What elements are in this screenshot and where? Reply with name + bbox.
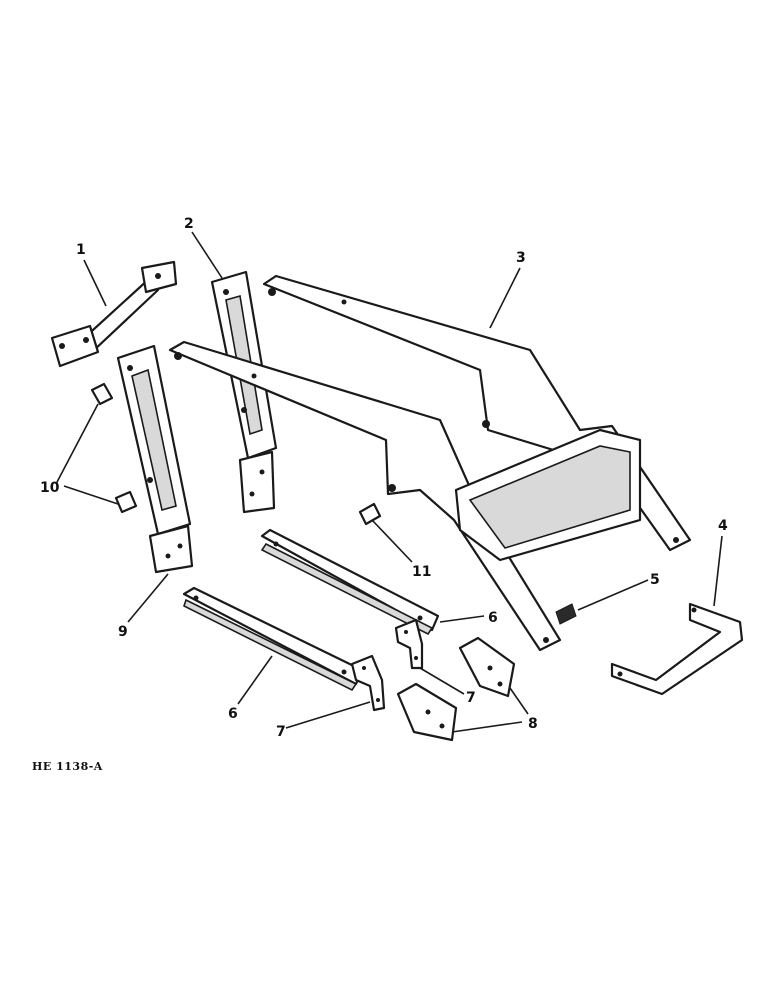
part-11-pin [358,502,382,526]
callout-7-upper: 7 [466,690,476,706]
part-5-fitting [555,603,577,625]
figure-id: HE 1138-A [32,760,103,773]
leader-4 [713,535,723,607]
part-1-cross-tube [50,260,178,368]
part-8-plate-lower [396,682,458,742]
callout-8: 8 [528,716,538,732]
callout-4: 4 [718,518,728,534]
callout-3: 3 [516,250,526,266]
part-7-bracket-a [350,654,386,712]
part-10-pin-lower [114,490,138,514]
leader-6-upper [439,615,485,623]
callout-5: 5 [650,572,660,588]
callout-6-upper: 6 [488,610,498,626]
part-8-plate-upper [458,636,516,698]
part-2-upright-post [210,270,278,514]
leader-7-lower [285,701,371,729]
leader-5 [577,579,649,611]
leader-10-a [55,403,99,485]
leader-8-a [509,687,529,715]
part-10-pin-upper [90,382,114,406]
callouts: 1 2 3 4 5 6 6 7 7 8 9 10 11 [40,216,728,740]
callout-10: 10 [40,480,60,496]
leader-1 [83,259,107,307]
callout-6-lower: 6 [228,706,238,722]
leader-10-b [63,485,119,505]
leader-8-b [451,721,523,733]
leader-11 [371,519,413,563]
leader-2 [191,231,223,279]
callout-9: 9 [118,624,128,640]
callout-7-lower: 7 [276,724,286,740]
callout-2: 2 [184,216,194,232]
part-7-bracket-b [394,618,424,670]
part-4-bumper [610,602,744,696]
leader-lines [55,231,723,733]
callout-11: 11 [412,564,431,580]
part-9-upright-post [116,344,194,574]
leader-6-lower [237,655,273,705]
leader-7-upper [419,667,465,695]
leader-9 [127,573,169,623]
callout-1: 1 [76,242,86,258]
part-6-angle-bar-upper [260,528,440,636]
part-3-loader-frame [168,274,692,652]
part-6-angle-bar-lower [182,586,364,692]
leader-3 [489,267,521,329]
